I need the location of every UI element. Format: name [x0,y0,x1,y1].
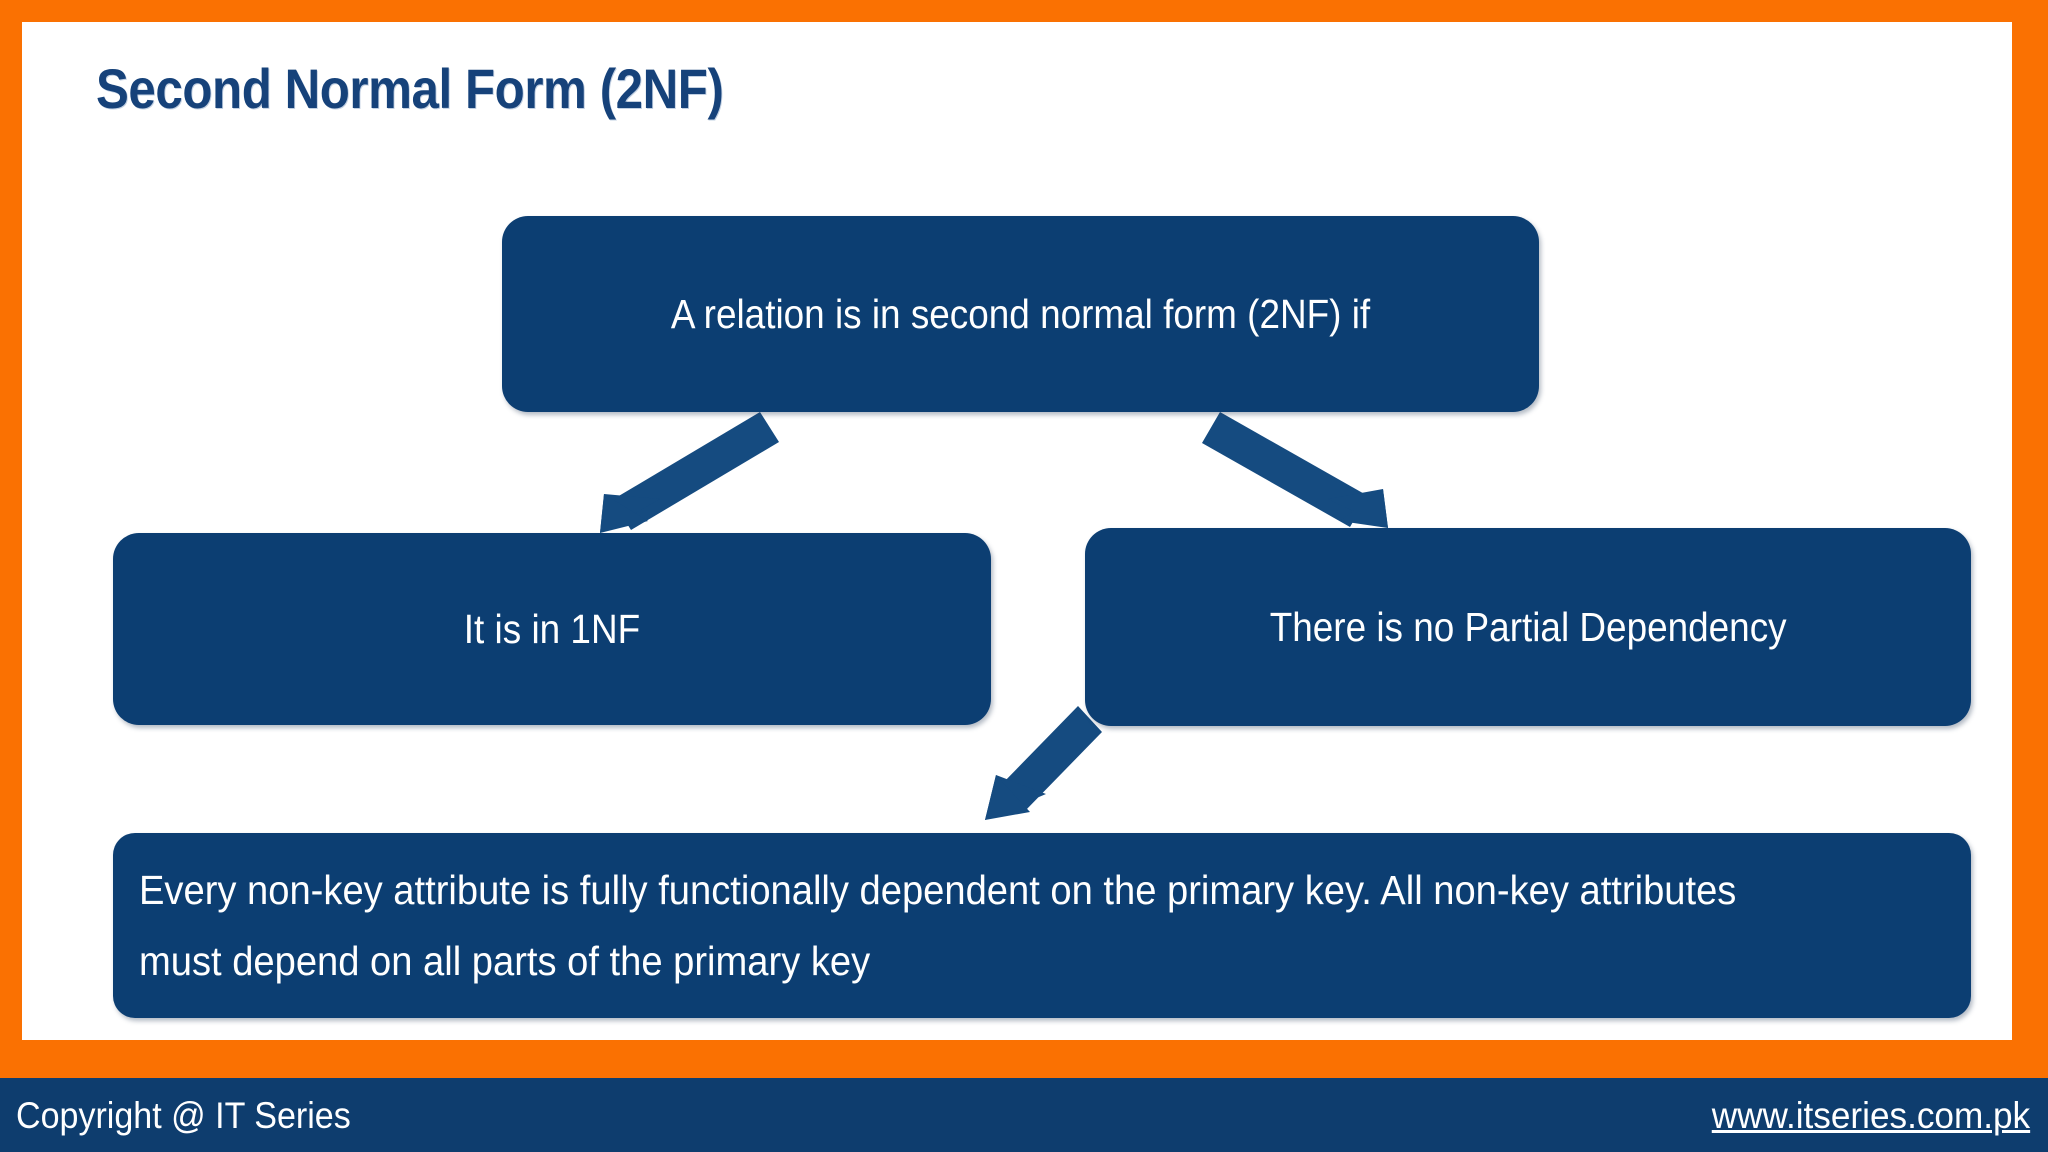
flow-node-root-label: A relation is in second normal form (2NF… [670,290,1371,337]
flow-node-1nf: It is in 1NF [113,533,991,725]
flow-node-detail-label: Every non-key attribute is fully functio… [139,866,1737,984]
flow-node-root: A relation is in second normal form (2NF… [502,216,1539,412]
page-title: Second Normal Form (2NF) [96,57,724,120]
footer-copyright: Copyright @ IT Series [16,1095,351,1136]
frame-border-right [2012,0,2048,1078]
frame-border-left [0,0,22,1078]
flow-node-detail: Every non-key attribute is fully functio… [113,833,1971,1018]
frame-border-bottom [0,1040,2048,1078]
flow-node-partial-dependency: There is no Partial Dependency [1085,528,1971,726]
flow-node-1nf-label: It is in 1NF [463,605,641,652]
frame-border-top [0,0,2048,22]
footer-website-link[interactable]: www.itseries.com.pk [1711,1095,2030,1136]
footer-bar: Copyright @ IT Series www.itseries.com.p… [0,1078,2048,1152]
flow-node-partial-dependency-label: There is no Partial Dependency [1269,603,1787,650]
